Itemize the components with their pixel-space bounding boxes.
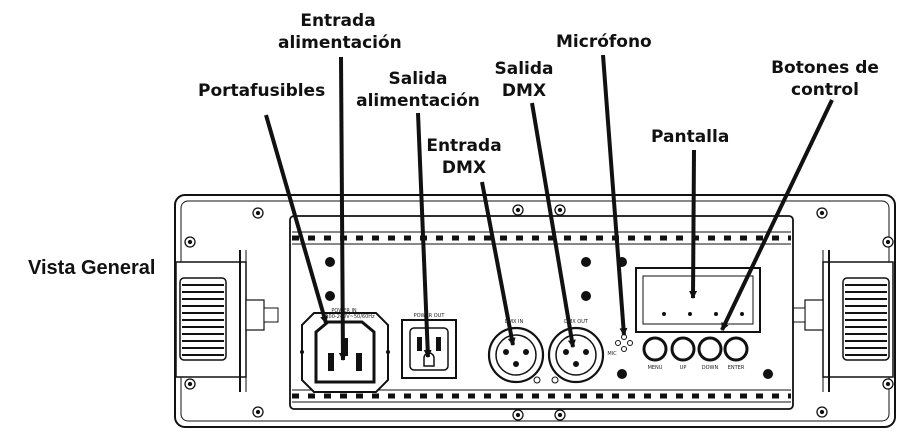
label-entrada-dmx-line1: Entrada	[426, 136, 502, 156]
dmx-in-connector	[487, 326, 545, 384]
label-botones-line2: control	[791, 80, 859, 100]
label-entrada-alimentacion-line1: Entrada	[300, 11, 376, 31]
label-salida-alimentacion: Salida alimentación	[354, 68, 482, 112]
button-enter-label: ENTER	[728, 365, 745, 371]
vista-general-title: Vista General	[28, 257, 156, 279]
dmx-out-connector	[547, 326, 605, 384]
power-out-label: POWER OUT	[414, 313, 446, 319]
arrow-microfono	[601, 54, 628, 336]
button-up-label: UP	[680, 365, 687, 371]
label-entrada-dmx-line2: DMX	[441, 158, 487, 178]
control-buttons	[642, 336, 749, 362]
label-salida-alimentacion-line2: alimentación	[356, 91, 480, 111]
left-knob-ribs	[182, 284, 224, 356]
arrow-salida-alimentacion	[416, 112, 432, 358]
label-salida-alimentacion-line1: Salida	[388, 69, 448, 89]
label-salida-dmx: Salida DMX	[486, 58, 562, 102]
mic-label: MIC	[607, 351, 617, 357]
label-entrada-alimentacion-line2: alimentación	[278, 33, 402, 53]
right-knob-ribs	[845, 284, 887, 356]
label-botones-line1: Botones de	[771, 58, 879, 78]
power-in-rating: 100-240V~50/60Hz	[325, 314, 375, 320]
top-vent-strip	[292, 231, 791, 245]
button-up[interactable]	[670, 336, 696, 362]
label-entrada-dmx: Entrada DMX	[424, 135, 504, 179]
label-portafusibles: Portafusibles	[198, 81, 326, 101]
button-down-label: DOWN	[702, 365, 719, 371]
dmx-in-label: DMX IN	[505, 319, 524, 325]
arrow-salida-dmx	[530, 102, 576, 348]
arrow-pantalla	[689, 149, 698, 299]
button-menu-label: MENU	[648, 365, 663, 371]
button-enter[interactable]	[723, 336, 749, 362]
panel-screws	[325, 257, 773, 379]
leader-arrows	[264, 54, 834, 361]
label-salida-dmx-line1: Salida	[494, 59, 554, 79]
arrow-entrada-dmx	[480, 181, 516, 346]
arrow-botones	[720, 99, 834, 331]
label-pantalla: Pantalla	[651, 127, 730, 147]
label-entrada-alimentacion: Entrada alimentación	[278, 10, 402, 54]
housing-screws	[184, 204, 894, 421]
arrow-portafusibles	[264, 114, 328, 324]
power-in-inlet	[300, 312, 390, 393]
button-menu[interactable]	[642, 336, 668, 362]
arrow-entrada-alimentacion	[338, 56, 347, 361]
label-salida-dmx-line2: DMX	[501, 81, 547, 101]
display-screen	[635, 267, 761, 333]
button-down[interactable]	[697, 336, 723, 362]
dmx-out-label: DMX OUT	[564, 319, 589, 325]
label-microfono: Micrófono	[556, 32, 652, 52]
label-botones-de-control: Botones de control	[770, 57, 880, 101]
